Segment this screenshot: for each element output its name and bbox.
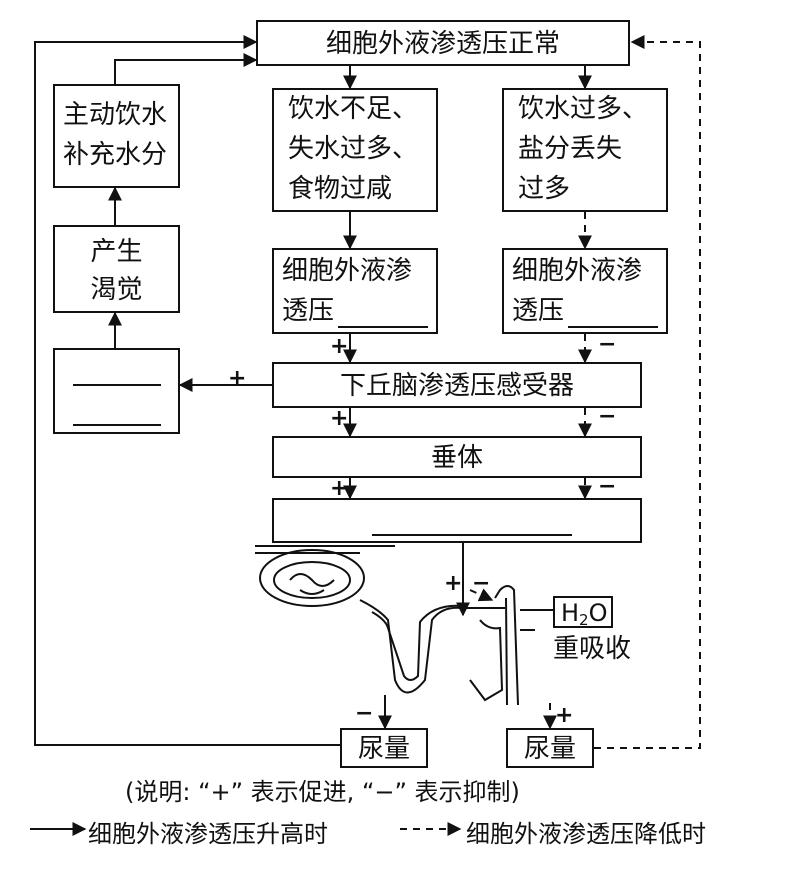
legend-solid-label: 细胞外液渗透压升高时 bbox=[88, 820, 328, 848]
pituitary-label: 垂体 bbox=[430, 443, 483, 473]
right-osm-blank bbox=[568, 322, 658, 328]
minus-sign: − bbox=[598, 404, 617, 429]
urine-left-box: 尿量 bbox=[340, 728, 428, 768]
minus-sign: − bbox=[598, 474, 617, 499]
hormone-blank-box bbox=[272, 498, 642, 543]
loop-right-dashed bbox=[594, 35, 701, 749]
mid-osm-box: 细胞外液渗 透压 bbox=[272, 248, 438, 334]
receptor-label: 下丘脑渗透压感受器 bbox=[339, 371, 574, 401]
plus-sign: + bbox=[555, 703, 574, 728]
thirst-box: 产生 渴觉 bbox=[53, 225, 180, 313]
right-osm-line2: 透压 bbox=[512, 296, 565, 326]
mid-cause-line3: 食物过咸 bbox=[288, 174, 393, 204]
plus-sign: + bbox=[330, 334, 349, 359]
drink-line1: 主动饮水 bbox=[63, 100, 168, 130]
mid-osm-blank bbox=[338, 322, 428, 328]
hormone-blank-line bbox=[372, 530, 572, 536]
top-box: 细胞外液渗透压正常 bbox=[256, 20, 630, 66]
blank-line-2 bbox=[73, 420, 161, 426]
urine-right-box: 尿量 bbox=[506, 728, 594, 768]
nephron-drawing bbox=[255, 545, 519, 706]
right-cause-line2: 盐分丢失 bbox=[518, 134, 623, 164]
drink-box: 主动饮水 补充水分 bbox=[53, 84, 180, 188]
plus-sign: + bbox=[330, 476, 349, 501]
blank-line-1 bbox=[73, 380, 161, 386]
right-cause-line1: 饮水过多、 bbox=[518, 94, 649, 124]
drink-to-top-line bbox=[114, 53, 258, 84]
right-cause-line3: 过多 bbox=[518, 174, 571, 204]
hormone-to-kidney-dashed bbox=[469, 588, 494, 602]
legend-dashed-label: 细胞外液渗透压降低时 bbox=[466, 820, 706, 848]
h2o-label: H2O bbox=[561, 599, 608, 629]
urine-left-label: 尿量 bbox=[357, 734, 410, 764]
blank-hormone-box bbox=[53, 348, 180, 434]
urine-right-label: 尿量 bbox=[523, 734, 576, 764]
plus-sign: + bbox=[444, 571, 463, 596]
thirst-line1: 产生 bbox=[90, 237, 143, 267]
h2o-box: H2O bbox=[553, 596, 613, 629]
minus-sign: − bbox=[355, 701, 374, 726]
right-osm-box: 细胞外液渗 透压 bbox=[502, 248, 668, 334]
plus-sign: + bbox=[228, 366, 247, 391]
mid-cause-line1: 饮水不足、 bbox=[288, 94, 419, 124]
right-cause-box: 饮水过多、 盐分丢失 过多 bbox=[502, 88, 668, 212]
explanation-note: (说明: “+” 表示促进, “−” 表示抑制) bbox=[125, 778, 520, 806]
pituitary-box: 垂体 bbox=[272, 436, 642, 478]
mid-osm-line1: 细胞外液渗 bbox=[282, 256, 413, 286]
mid-cause-line2: 失水过多、 bbox=[288, 134, 419, 164]
top-box-label: 细胞外液渗透压正常 bbox=[325, 29, 560, 59]
receptor-box: 下丘脑渗透压感受器 bbox=[272, 362, 642, 408]
loop-left-line bbox=[34, 35, 340, 746]
plus-sign: + bbox=[330, 406, 349, 431]
right-osm-line1: 细胞外液渗 bbox=[512, 256, 643, 286]
minus-sign: − bbox=[472, 571, 491, 596]
minus-sign: − bbox=[598, 332, 617, 357]
drink-line2: 补充水分 bbox=[63, 140, 168, 170]
thirst-line2: 渴觉 bbox=[90, 275, 143, 305]
mid-cause-box: 饮水不足、 失水过多、 食物过咸 bbox=[272, 88, 438, 212]
mid-osm-line2: 透压 bbox=[282, 296, 335, 326]
reabsorb-label: 重吸收 bbox=[553, 634, 632, 664]
